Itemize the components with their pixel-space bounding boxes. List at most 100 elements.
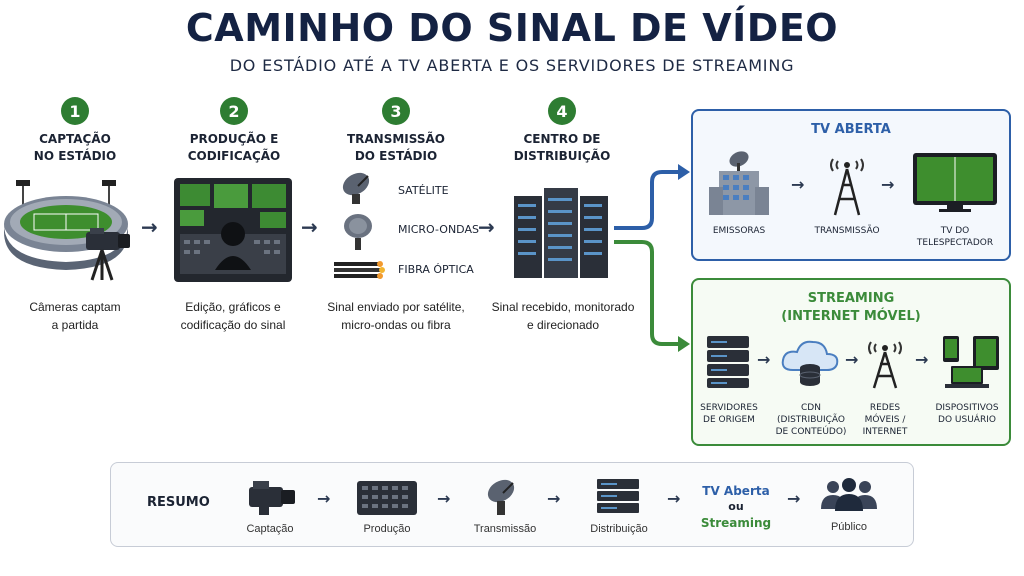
- production-console-illustration: [174, 178, 292, 282]
- tv-item-2-label: TRANSMISSÃO: [807, 225, 887, 237]
- satellite-dish-icon: [338, 170, 378, 206]
- page-title: CAMINHO DO SINAL DE VÍDEO: [185, 6, 839, 50]
- broadcaster-building-icon: [709, 151, 769, 215]
- summary-tv-aberta: TV Aberta: [702, 484, 770, 498]
- stage-4-title: CENTRO DE DISTRIBUIÇÃO: [492, 131, 632, 165]
- cdn-cloud-icon: [781, 340, 839, 386]
- arrow-right-icon: →: [787, 489, 801, 508]
- streaming-item-2-line1: CDN: [801, 403, 821, 413]
- summary-step-5: Público: [830, 521, 868, 533]
- distribution-server-illustration: [514, 186, 608, 280]
- streaming-item-3-line1: REDES: [869, 403, 901, 413]
- tv-item-3-line1: TV DO: [940, 226, 970, 236]
- streaming-item-1-line1: SERVIDORES: [700, 403, 758, 413]
- stage-4-number-badge: 4: [548, 97, 576, 125]
- tv-item-3-label: TV DO TELESPECTADOR: [905, 225, 1005, 249]
- arrow-right-icon: →: [915, 350, 929, 369]
- stage-2-desc-line2: codificação do sinal: [180, 318, 286, 332]
- streaming-item-4-line1: DISPOSITIVOS: [935, 403, 999, 413]
- arrow-right-icon: →: [547, 489, 561, 508]
- summary-destinations: TV Aberta ou Streaming: [695, 483, 777, 531]
- summary-label: RESUMO: [147, 495, 210, 510]
- stage-2-title: PRODUÇÃO E CODIFICAÇÃO: [164, 131, 304, 165]
- stage-2-description: Edição, gráficos e codificação do sinal: [148, 298, 318, 334]
- streaming-item-1-label: SERVIDORES DE ORIGEM: [693, 402, 765, 426]
- summary-step-1: Captação: [246, 523, 294, 535]
- streaming-title-line1: STREAMING: [807, 291, 895, 306]
- streaming-item-4-line2: DO USUÁRIO: [938, 415, 996, 425]
- stage-3-title: TRANSMISSÃO DO ESTÁDIO: [326, 131, 466, 165]
- stage-1-title-line1: CAPTAÇÃO: [39, 132, 111, 146]
- arrow-right-icon: →: [757, 350, 771, 369]
- arrow-right-icon: →: [791, 175, 805, 194]
- streaming-item-3-label: REDES MÓVEIS / INTERNET: [849, 402, 921, 438]
- arrow-right-icon: →: [317, 489, 331, 508]
- tv-aberta-panel: TV ABERTA → → EMISSORAS TRANSMISSÃO: [691, 109, 1011, 261]
- arrow-right-icon: →: [845, 350, 859, 369]
- stage-1-description: Câmeras captam a partida: [0, 298, 160, 334]
- summary-streaming: Streaming: [700, 516, 772, 530]
- mixer-console-icon: [357, 481, 417, 515]
- summary-panel: RESUMO Captação → Produção → Transmissão…: [110, 462, 914, 547]
- stage-4-desc-line2: e direcionado: [526, 318, 600, 332]
- summary-step-4: Distribuição: [590, 523, 648, 535]
- stage-3-description: Sinal enviado por satélite, micro-ondas …: [311, 298, 481, 334]
- arrow-right-icon: →: [881, 175, 895, 194]
- arrow-right-icon: →: [478, 215, 495, 239]
- method-fiber: FIBRA ÓPTICA: [398, 263, 474, 276]
- summary-step-2: Produção: [363, 523, 411, 535]
- branch-arrows-icon: [614, 164, 690, 352]
- arrow-right-icon: →: [301, 215, 318, 239]
- streaming-panel: STREAMING (INTERNET MÓVEL) → → → SER: [691, 278, 1011, 446]
- microwave-dish-icon: [338, 210, 378, 252]
- stage-2-title-line1: PRODUÇÃO E: [189, 132, 279, 146]
- broadcast-tower-icon: [830, 158, 864, 216]
- stage-2-number-badge: 2: [220, 97, 248, 125]
- streaming-item-2-line2: (DISTRIBUIÇÃO: [777, 415, 845, 425]
- page-subtitle: DO ESTÁDIO ATÉ A TV ABERTA E OS SERVIDOR…: [229, 56, 795, 75]
- camera-icon: [249, 481, 295, 515]
- origin-server-icon: [707, 336, 749, 388]
- stage-1-title: CAPTAÇÃO NO ESTÁDIO: [5, 131, 145, 165]
- stage-1-title-line2: NO ESTÁDIO: [33, 149, 117, 163]
- stage-3-number-badge: 3: [382, 97, 410, 125]
- streaming-item-3-line2: MÓVEIS /: [864, 415, 906, 425]
- streaming-item-2-label: CDN (DISTRIBUIÇÃO DE CONTEÚDO): [767, 402, 855, 438]
- control-room-icon: [174, 178, 292, 282]
- stage-4-title-line2: DISTRIBUIÇÃO: [513, 149, 611, 163]
- tv-item-1-line1: EMISSORAS: [712, 226, 766, 236]
- stage-1-desc-line1: Câmeras captam: [29, 300, 121, 314]
- stage-4-title-line1: CENTRO DE: [523, 132, 601, 146]
- server-rack-icon: [597, 479, 639, 513]
- stage-3-title-line1: TRANSMISSÃO: [346, 132, 446, 146]
- stadium-camera-illustration: [2, 172, 136, 284]
- mobile-network-tower-icon: [868, 341, 902, 389]
- stadium-icon: [4, 180, 130, 281]
- stage-1-number-badge: 1: [61, 97, 89, 125]
- stage-3-title-line2: DO ESTÁDIO: [354, 149, 438, 163]
- stage-2-desc-line1: Edição, gráficos e: [185, 300, 281, 314]
- stage-1-desc-line2: a partida: [51, 318, 99, 332]
- method-microwave: MICRO-ONDAS: [398, 223, 479, 236]
- audience-icon: [821, 478, 877, 511]
- streaming-item-3-line3: INTERNET: [862, 427, 908, 437]
- streaming-title: STREAMING (INTERNET MÓVEL): [693, 290, 1009, 326]
- tv-aberta-title: TV ABERTA: [811, 122, 891, 137]
- television-icon: [913, 153, 997, 212]
- streaming-item-4-label: DISPOSITIVOS DO USUÁRIO: [925, 402, 1009, 426]
- summary-ou: ou: [728, 500, 744, 513]
- stage-2-title-line2: CODIFICAÇÃO: [187, 149, 281, 163]
- streaming-title-line2: (INTERNET MÓVEL): [781, 309, 921, 324]
- satellite-dish-icon: [487, 479, 515, 515]
- fiber-optic-icon: [334, 258, 388, 284]
- arrow-right-icon: →: [437, 489, 451, 508]
- tv-item-3-line2: TELESPECTADOR: [916, 238, 994, 248]
- summary-step-3: Transmissão: [473, 523, 537, 535]
- stage-4-description: Sinal recebido, monitorado e direcionado: [478, 298, 648, 334]
- stage-3-desc-line1: Sinal enviado por satélite,: [327, 300, 465, 314]
- arrow-right-icon: →: [141, 215, 158, 239]
- tv-item-1-label: EMISSORAS: [699, 225, 779, 237]
- tv-item-2-line1: TRANSMISSÃO: [814, 226, 880, 236]
- stage-4-desc-line1: Sinal recebido, monitorado: [491, 300, 635, 314]
- streaming-item-1-line2: DE ORIGEM: [703, 415, 755, 425]
